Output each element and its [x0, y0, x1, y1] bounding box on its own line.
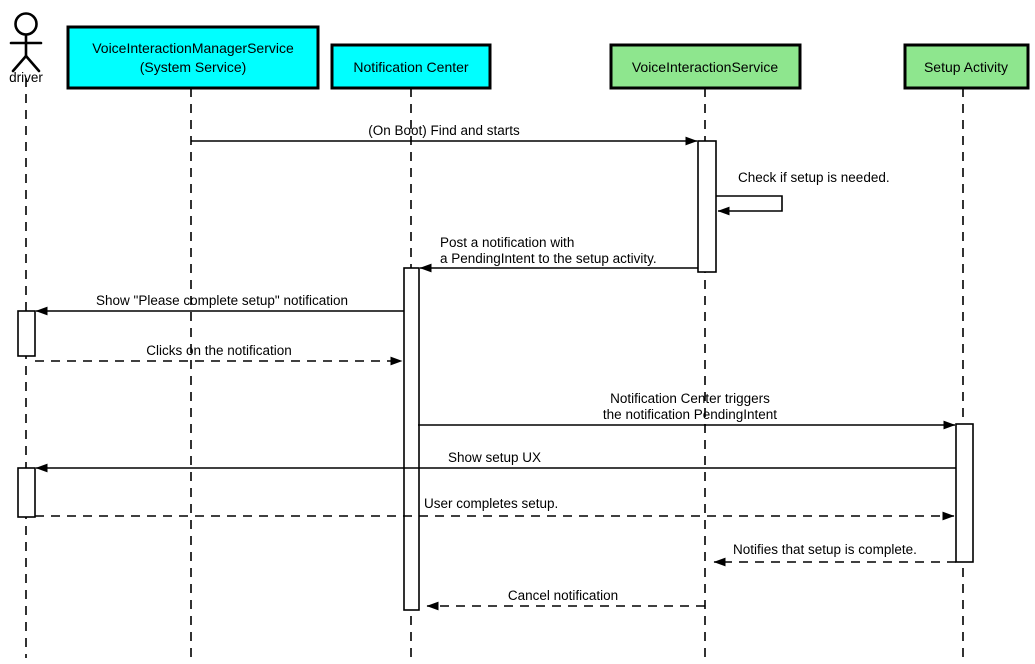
message-show-setup-ux[interactable]: Show setup UX — [35, 450, 956, 473]
activation-bar-notification-center — [403, 267, 420, 611]
participant-label-vims-line1: VoiceInteractionManagerService — [92, 40, 294, 56]
lifelines-group — [25, 78, 964, 658]
participant-label-vims-line2: (System Service) — [140, 59, 247, 75]
message-label-m6-line1: Notification Center triggers — [610, 391, 770, 406]
message-notification-center-triggers-pendingintent[interactable]: Notification Center triggers the notific… — [418, 391, 956, 430]
participant-setup-activity[interactable]: Setup Activity — [903, 43, 1030, 90]
message-on-boot-find-and-starts[interactable]: (On Boot) Find and starts — [191, 123, 698, 146]
message-label-m4: Show "Please complete setup" notificatio… — [96, 293, 348, 308]
message-label-m3-line2: a PendingIntent to the setup activity. — [440, 251, 657, 266]
message-label-m5: Clicks on the notification — [146, 343, 292, 358]
participant-label-voice-interaction-service: VoiceInteractionService — [632, 59, 779, 75]
participant-vims[interactable]: VoiceInteractionManagerService (System S… — [66, 25, 320, 90]
participant-box-vims[interactable] — [66, 25, 320, 90]
message-check-if-setup-is-needed[interactable]: Check if setup is needed. — [716, 170, 890, 216]
message-label-m1: (On Boot) Find and starts — [368, 123, 520, 138]
message-label-m7: Show setup UX — [448, 450, 541, 465]
message-user-completes-setup[interactable]: User completes setup. — [35, 496, 955, 521]
activation-bars-group — [17, 140, 974, 611]
stick-figure-actor-icon — [9, 12, 43, 73]
participant-box-voice-interaction-service[interactable] — [609, 43, 802, 90]
message-label-m8: User completes setup. — [424, 496, 558, 511]
activation-bar-voice-interaction-service — [697, 140, 717, 273]
message-post-a-notification[interactable]: Post a notification with a PendingIntent… — [419, 235, 698, 273]
actor-driver[interactable]: driver — [9, 12, 43, 86]
participant-box-setup-activity[interactable] — [903, 43, 1030, 90]
message-cancel-notification[interactable]: Cancel notification — [426, 588, 705, 611]
participant-label-notification-center: Notification Center — [353, 59, 469, 75]
message-self-arrow — [716, 195, 783, 216]
activation-bar-driver-2 — [17, 467, 36, 518]
message-notifies-that-setup-is-complete[interactable]: Notifies that setup is complete. — [713, 542, 956, 567]
message-clicks-on-the-notification[interactable]: Clicks on the notification — [35, 343, 403, 366]
message-label-m2: Check if setup is needed. — [738, 170, 890, 185]
participant-label-setup-activity: Setup Activity — [924, 59, 1008, 75]
message-show-please-complete-setup-notification[interactable]: Show "Please complete setup" notificatio… — [35, 293, 404, 316]
activation-bar-driver-1 — [17, 310, 36, 357]
message-label-m10: Cancel notification — [508, 588, 618, 603]
participant-voice-interaction-service[interactable]: VoiceInteractionService — [609, 43, 802, 90]
message-label-m9: Notifies that setup is complete. — [733, 542, 917, 557]
participant-box-notification-center[interactable] — [330, 43, 492, 90]
message-label-m6-line2: the notification PendingIntent — [603, 407, 777, 422]
activation-bar-setup-activity — [955, 423, 974, 563]
actor-label: driver — [9, 70, 43, 85]
message-label-m3-line1: Post a notification with — [440, 235, 574, 250]
participant-notification-center[interactable]: Notification Center — [330, 43, 492, 90]
